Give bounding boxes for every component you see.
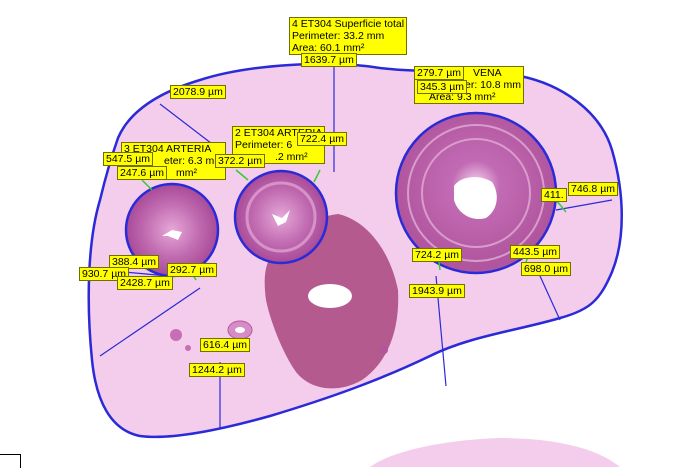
lower-tissue-section	[370, 438, 620, 467]
arteria-2-ring	[245, 181, 317, 253]
corner-marker	[0, 454, 21, 468]
vena-perimeter: er: 10.8 mm	[465, 79, 522, 91]
vena-area: Area: 9.3 mm²	[429, 91, 496, 103]
small-dot-3	[380, 346, 388, 354]
measurement-label: 388.4 µm	[109, 255, 159, 269]
measurement-label: 722.4 µm	[297, 132, 347, 146]
tissue-total-annotation: 4 ET304 Superficie total Perimeter: 33.2…	[289, 17, 408, 55]
tissue-total-perimeter: Perimeter: 33.2 mm	[292, 30, 385, 42]
measurement-label: 724.2 µm	[412, 248, 462, 262]
measurement-label: 292.7 µm	[167, 263, 217, 277]
measurement-label: 2078.9 µm	[170, 85, 226, 99]
small-dot-2	[185, 345, 191, 351]
tissue-total-name: 4 ET304 Superficie total	[292, 18, 405, 30]
arteria-2-perimeter: Perimeter: 6	[235, 139, 293, 151]
measurement-label: 1244.2 µm	[189, 363, 245, 377]
measurement-label: 746.8 µm	[568, 182, 618, 196]
dark-cluster-lumen	[308, 284, 352, 308]
vena-lumen	[454, 177, 497, 220]
small-vessel-lumen	[235, 327, 245, 333]
measurement-label: 1639.7 µm	[301, 53, 357, 67]
measurement-label: 279.7 µm	[414, 66, 464, 80]
measurement-label: 443.5 µm	[510, 245, 560, 259]
vena-ring-2	[421, 138, 531, 248]
arteria-3-perimeter: eter: 6.3 mm	[164, 155, 223, 167]
arteria-2-outline	[233, 169, 329, 265]
arteria-2-area: .2 mm²	[275, 151, 308, 163]
measurement-label: 411.	[541, 188, 567, 202]
measurement-label: 1943.9 µm	[409, 284, 465, 298]
vena-name: VENA	[473, 67, 502, 79]
measurement-label: 698.0 µm	[521, 262, 571, 276]
measurement-label: 2428.7 µm	[117, 276, 173, 290]
measurement-label: 547.5 µm	[103, 152, 153, 166]
measurement-label: 616.4 µm	[200, 338, 250, 352]
tissue-total-area: Area: 60.1 mm²	[292, 42, 365, 54]
measurement-label: 930.7 µm	[79, 267, 129, 281]
measurement-label: 372.2 µm	[215, 154, 265, 168]
measurement-label: 345.3 µm	[417, 80, 467, 94]
arteria-3-lumen	[162, 230, 182, 240]
arteria-2-lumen	[272, 210, 290, 226]
small-dot-1	[170, 329, 182, 341]
measurement-label: 247.6 µm	[117, 166, 167, 180]
arteria-3-area: mm²	[176, 167, 197, 179]
